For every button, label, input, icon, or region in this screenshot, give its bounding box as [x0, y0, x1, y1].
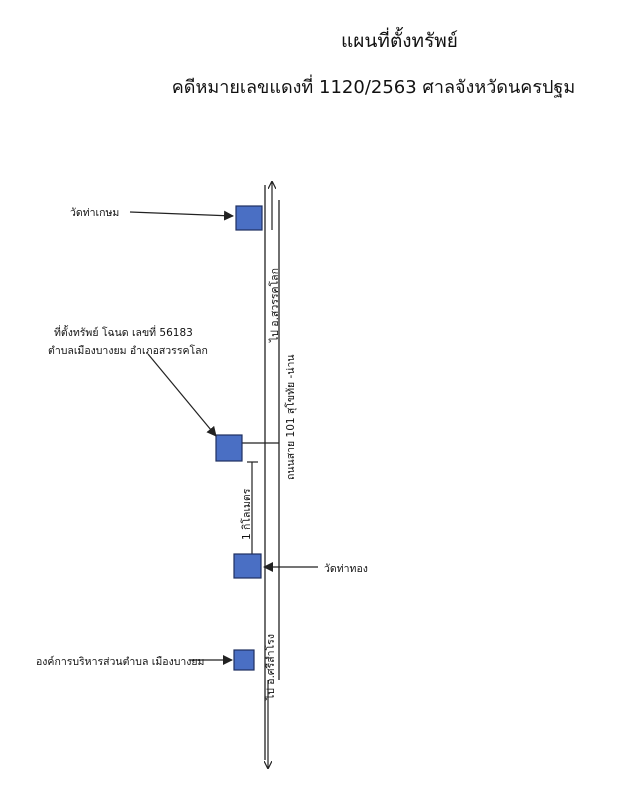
map-title: แผนที่ตั้งทรัพย์ — [341, 30, 458, 52]
arrow-property — [147, 353, 217, 437]
marker-temple-south — [233, 553, 262, 579]
label-road-south: ไป อ.ศรีสำโรง — [265, 634, 277, 700]
label-property-line1: ที่ตั้งทรัพย์ โฉนด เลขที่ 56183 — [54, 327, 193, 339]
label-property-line2: ตำบลเมืองบางยม อำเภอสวรรคโลก — [48, 345, 208, 357]
arrow-temple-north — [129, 210, 234, 221]
marker-property — [215, 434, 243, 462]
label-temple-south: วัดท่าทอง — [324, 563, 368, 575]
marker-sao — [233, 649, 255, 671]
label-temple-north: วัดท่าเกษม — [70, 207, 120, 219]
label-road-name: ถนนสาย 101 สุโขทัย -น่าน — [285, 354, 297, 480]
label-road-north: ไป อ.สวรรคโลก — [269, 268, 281, 342]
label-sao: องค์การบริหารส่วนตำบล เมืองบางยม — [36, 656, 205, 668]
marker-temple-north — [235, 205, 263, 231]
case-subtitle: คดีหมายเลขแดงที่ 1120/2563 ศาลจังหวัดนคร… — [171, 77, 576, 98]
label-distance: 1 กิโลเมตร — [241, 488, 253, 540]
